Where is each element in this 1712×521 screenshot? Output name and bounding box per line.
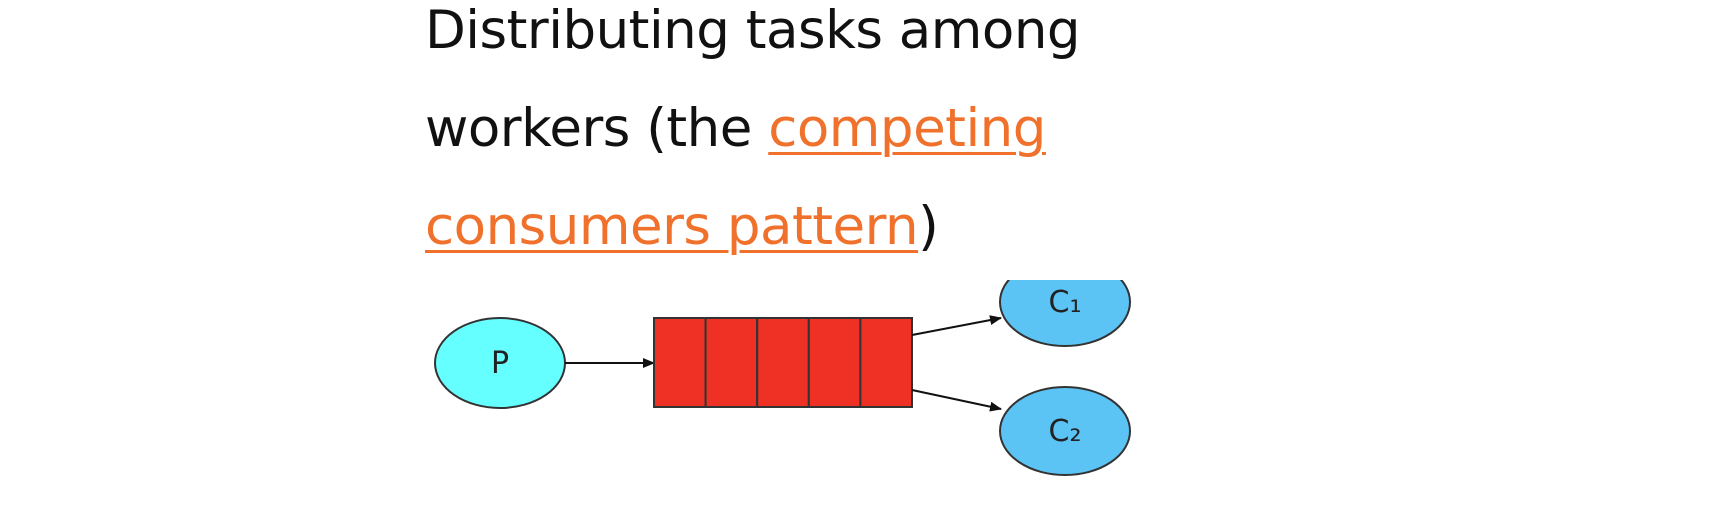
consumer-1-node: C₁ — [999, 280, 1131, 347]
heading-line-2-text: workers (the — [425, 98, 769, 159]
consumer-1-ellipse — [999, 280, 1131, 347]
heading-line-3-text: ) — [918, 196, 939, 257]
queue — [653, 317, 913, 408]
arrow-queue-to-consumer-2 — [911, 389, 1002, 412]
heading-line-2: workers (the competing — [425, 80, 1285, 178]
producer-node: P — [434, 317, 566, 409]
consumer-2-node: C₂ — [999, 386, 1131, 476]
competing-consumers-link-part-2[interactable]: consumers pattern — [425, 196, 919, 257]
queue-slot — [859, 317, 913, 408]
heading-line-3: consumers pattern) — [425, 178, 1285, 276]
queue-slot — [807, 317, 862, 408]
page-heading: Distributing tasks among workers (the co… — [425, 0, 1285, 276]
consumer-2-ellipse — [999, 386, 1131, 476]
queue-slot — [653, 317, 707, 408]
queue-slot — [704, 317, 759, 408]
consumer-1-label: C₁ — [1049, 285, 1082, 320]
producer-label: P — [491, 346, 509, 381]
queue-slot — [756, 317, 810, 408]
heading-line-1: Distributing tasks among — [425, 0, 1081, 61]
work-queue-diagram: P C₁ C₂ — [434, 280, 1131, 476]
competing-consumers-link-part-1[interactable]: competing — [768, 98, 1046, 159]
arrow-queue-to-consumer-1 — [911, 315, 1002, 336]
text-block: Distributing tasks among workers (the co… — [425, 0, 1285, 276]
consumer-2-label: C₂ — [1049, 414, 1082, 449]
